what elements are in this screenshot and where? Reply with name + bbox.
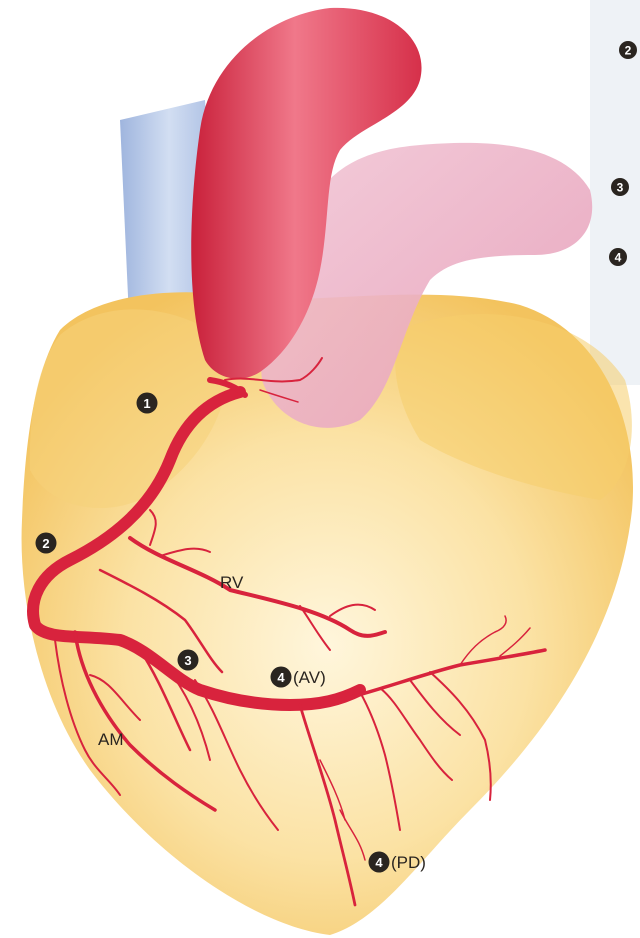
marker-4-av-number: 4 — [277, 670, 285, 685]
marker-2: 2 — [36, 533, 57, 554]
side-marker-4-label: 4 — [615, 251, 622, 265]
marker-4-pd: 4 (PD) — [369, 852, 426, 873]
marker-2-label: 2 — [42, 536, 49, 551]
marker-3-label: 3 — [184, 653, 191, 668]
rv-label: RV — [220, 573, 244, 592]
marker-3: 3 — [178, 650, 199, 671]
av-label: (AV) — [293, 668, 326, 687]
marker-4-av: 4 (AV) — [271, 667, 326, 688]
side-marker-2-label: 2 — [625, 44, 632, 58]
pd-label: (PD) — [391, 853, 426, 872]
marker-1-label: 1 — [143, 396, 150, 411]
marker-4-pd-number: 4 — [375, 855, 383, 870]
am-label: AM — [98, 730, 124, 749]
side-marker-3-label: 3 — [617, 181, 624, 195]
marker-1: 1 — [137, 393, 158, 414]
